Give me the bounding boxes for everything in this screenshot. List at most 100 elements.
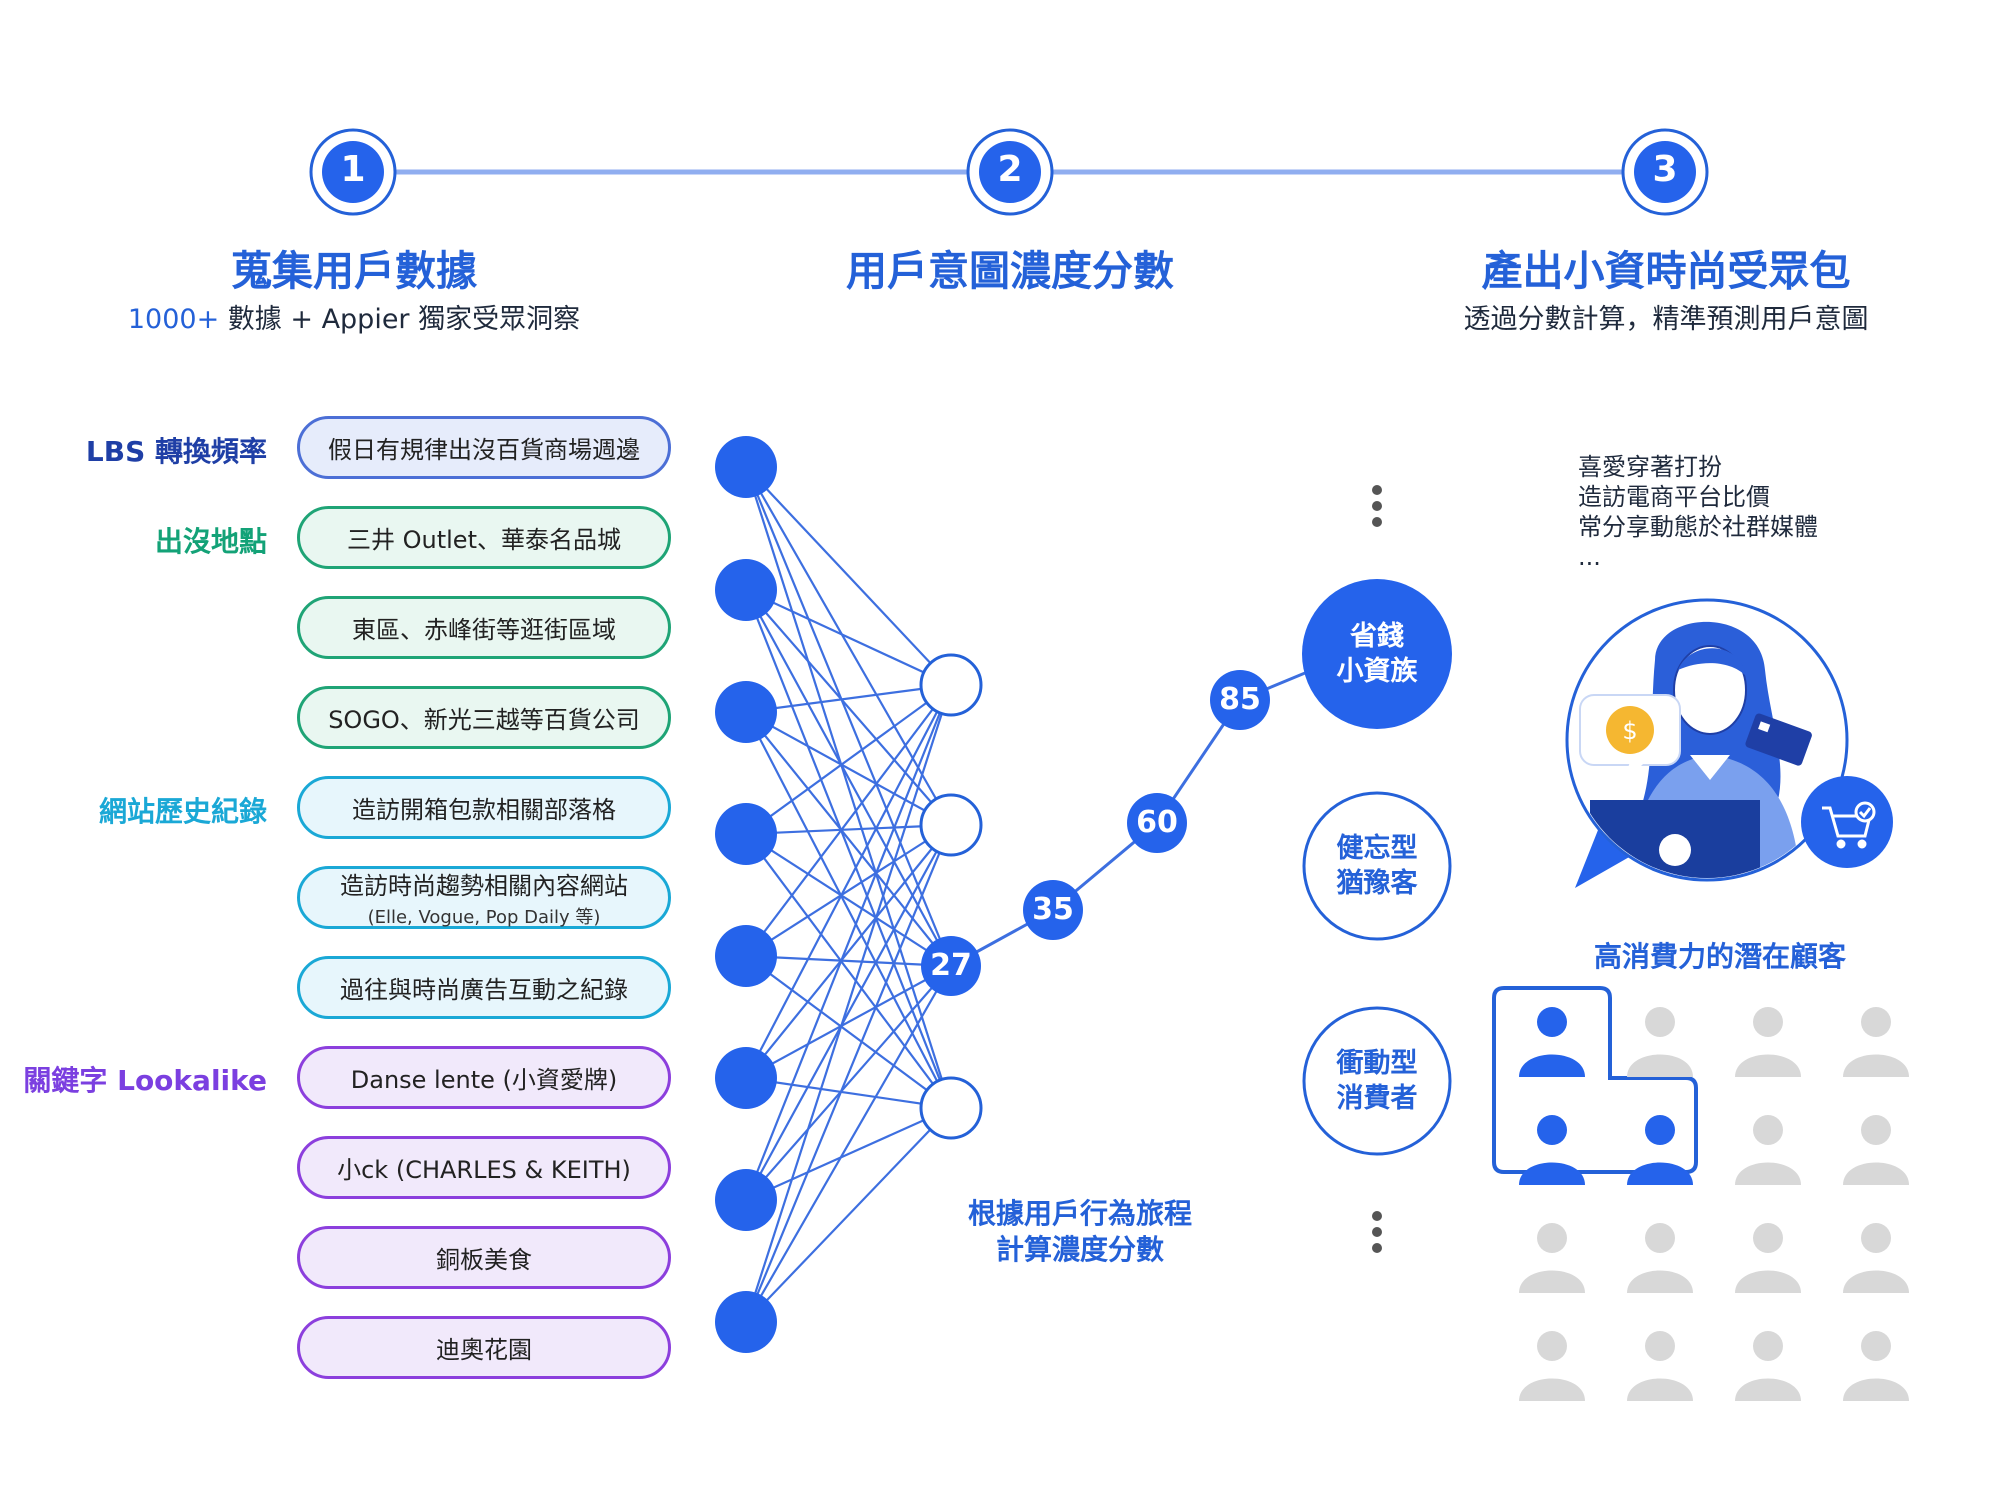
selected-person-icon: [1519, 1115, 1585, 1185]
network-edge: [745, 1076, 952, 1110]
network-edge: [745, 711, 952, 1109]
more-dots-bottom-icon: [1372, 1211, 1382, 1253]
network-edge: [745, 824, 952, 1079]
pill-outlet: 三井 Outlet、華泰名品城: [297, 506, 671, 569]
input-node: [715, 925, 777, 987]
segment-impulsive-circle: [1302, 1006, 1452, 1156]
audience-caption: 高消費力的潛在顧客: [1593, 940, 1846, 973]
segment-hesitant-circle: [1302, 791, 1452, 941]
network-edge: [744, 824, 953, 1323]
shopping-cart-icon: [1822, 801, 1876, 849]
coin-icon: [1606, 706, 1654, 754]
step-1-badge: [309, 128, 397, 216]
person-icon: [1843, 1223, 1909, 1293]
network-edge: [744, 466, 953, 967]
step-2-badge: [966, 128, 1054, 216]
step-3-title: 產出小資時尚受眾包: [1481, 247, 1851, 295]
person-icon: [1627, 1007, 1693, 1077]
network-edge: [745, 1106, 952, 1202]
input-node: [715, 436, 777, 498]
pill-shopping-district: 東區、赤峰街等逛街區域: [297, 596, 671, 659]
selected-audience-outline: [1492, 986, 1698, 1174]
score-60: 60: [1136, 805, 1178, 840]
network-edge: [745, 955, 952, 1109]
category-keyword: 關鍵字 Lookalike: [23, 1064, 267, 1097]
step-1-number: 1: [340, 149, 366, 190]
persona-traits: 喜愛穿著打扮 造訪電商平台比價 常分享動態於社群媒體 ...: [1578, 452, 1818, 572]
trait-2: 造訪電商平台比價: [1578, 483, 1770, 511]
step-3-number: 3: [1652, 149, 1678, 190]
person-icon: [1735, 1331, 1801, 1401]
score-node-85: [1210, 670, 1270, 730]
step-1-subtitle-text: 數據 + Appier 獨家受眾洞察: [219, 304, 581, 335]
hidden-node: [919, 793, 983, 857]
score-27: 27: [930, 948, 972, 983]
pill-fashion-site: 造訪時尚趨勢相關內容網站(Elle, Vogue, Pop Daily 等): [297, 866, 671, 929]
network-edge: [745, 683, 952, 714]
person-icon: [1627, 1331, 1693, 1401]
network-edge: [745, 466, 952, 826]
hidden-node: [919, 1076, 983, 1140]
pill-keyword-danse-lente: Danse lente (小資愛牌): [297, 1046, 671, 1109]
network-edge: [745, 965, 952, 1079]
score-node-35: [1023, 880, 1083, 940]
network-edge: [745, 466, 952, 686]
network-edge: [745, 589, 952, 686]
segment-hesitant-label: 健忘型猶豫客: [1336, 833, 1418, 899]
network-edge: [745, 824, 952, 957]
pill-keyword-dior-garden: 迪奧花園: [297, 1316, 671, 1379]
pill-unboxing-blog: 造訪開箱包款相關部落格: [297, 776, 671, 839]
score-caption: 根據用戶行為旅程 計算濃度分數: [920, 1196, 1240, 1268]
network-edge: [745, 684, 952, 1079]
person-icon: [1627, 1223, 1693, 1293]
network-edge: [744, 589, 953, 1109]
score-node-27: [921, 936, 981, 996]
network-edge: [745, 824, 952, 1201]
segment-impulsive-label: 衝動型消費者: [1336, 1048, 1418, 1114]
selected-person-icon: [1519, 1007, 1585, 1077]
pill-department-store: SOGO、新光三越等百貨公司: [297, 686, 671, 749]
network-edge: [745, 711, 952, 967]
score-caption-line-1: 根據用戶行為旅程: [967, 1197, 1192, 1230]
network-edge: [745, 833, 952, 967]
cart-badge: [1801, 776, 1893, 868]
network-edge: [745, 833, 952, 1109]
network-edge: [745, 684, 952, 835]
audience-grid: [1492, 986, 1909, 1401]
network-edge: [745, 684, 952, 957]
category-place: 出沒地點: [154, 525, 267, 558]
network-edge: [745, 823, 952, 836]
persona-illustration: $: [1565, 598, 1893, 888]
input-node: [715, 803, 777, 865]
input-node: [715, 559, 777, 621]
category-web: 網站歷史紀錄: [98, 795, 267, 828]
person-icon: [1843, 1115, 1909, 1185]
input-node: [715, 681, 777, 743]
score-85: 85: [1219, 682, 1261, 717]
person-icon: [1843, 1331, 1909, 1401]
step-2-title: 用戶意圖濃度分數: [846, 247, 1174, 295]
step-2-number: 2: [997, 149, 1023, 190]
network-edge: [745, 954, 952, 968]
pill-weekend-mall: 假日有規律出沒百貨商場週邊: [297, 416, 671, 479]
more-dots-top-icon: [1372, 485, 1382, 527]
network-edge: [745, 965, 952, 1201]
person-icon: [1843, 1007, 1909, 1077]
segment-saver-circle: [1302, 579, 1452, 729]
network-edge: [744, 466, 953, 1109]
selected-person-icon: [1627, 1115, 1693, 1185]
network-edge: [744, 684, 953, 1201]
person-icon: [1519, 1223, 1585, 1293]
network-edge: [745, 589, 952, 967]
pill-keyword-food: 銅板美食: [297, 1226, 671, 1289]
network-edge: [745, 1107, 952, 1323]
person-icon: [1735, 1223, 1801, 1293]
trait-3: 常分享動態於社群媒體: [1578, 513, 1818, 541]
svg-text:$: $: [1622, 717, 1637, 745]
pill-keyword-charles-keith: 小ck (CHARLES & KEITH): [297, 1136, 671, 1199]
input-node: [715, 1169, 777, 1231]
step-3-subtitle: 透過分數計算，精準預測用戶意圖: [1463, 304, 1869, 335]
step-1-subtitle-highlight: 1000+: [127, 304, 220, 335]
